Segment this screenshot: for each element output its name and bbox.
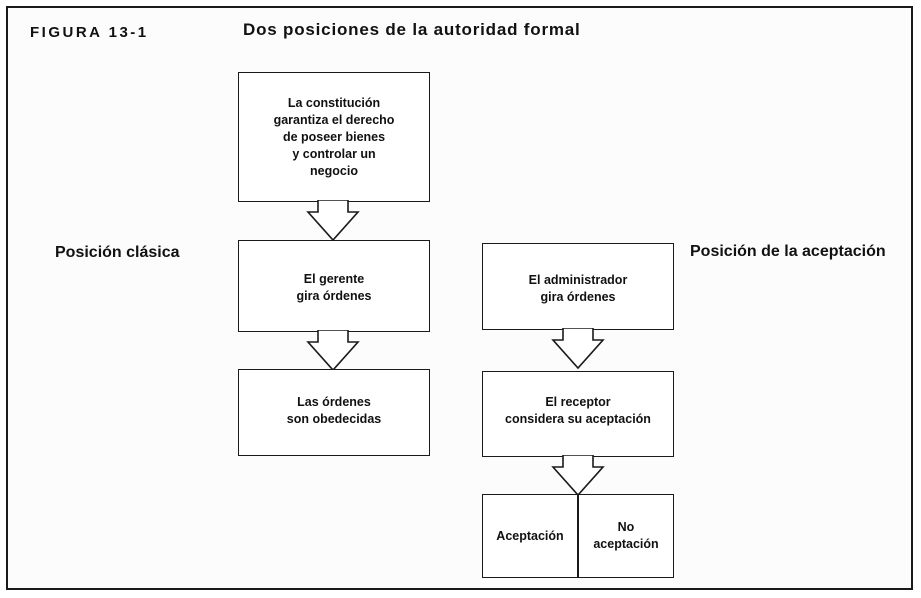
acceptance-box: Aceptación (482, 494, 578, 578)
figure-frame (6, 6, 913, 590)
administrator-box: El administrador gira órdenes (482, 243, 674, 330)
figure-title: Dos posiciones de la autoridad formal (243, 20, 581, 39)
arrow-down-icon (551, 455, 605, 497)
classic-heading: Posición clásica (55, 244, 180, 261)
manager-box: El gerente gira órdenes (238, 240, 430, 332)
arrow-down-icon (551, 328, 605, 370)
no-acceptance-box: No aceptación (578, 494, 674, 578)
figure-label: FIGURA 13-1 (30, 24, 149, 41)
constitution-box: La constitución garantiza el derecho de … (238, 72, 430, 202)
receiver-box: El receptor considera su aceptación (482, 371, 674, 457)
obeyed-box: Las órdenes son obedecidas (238, 369, 430, 456)
arrow-down-icon (306, 200, 360, 242)
acceptance-heading: Posición de la aceptación (690, 243, 886, 260)
arrow-down-icon (306, 330, 360, 372)
